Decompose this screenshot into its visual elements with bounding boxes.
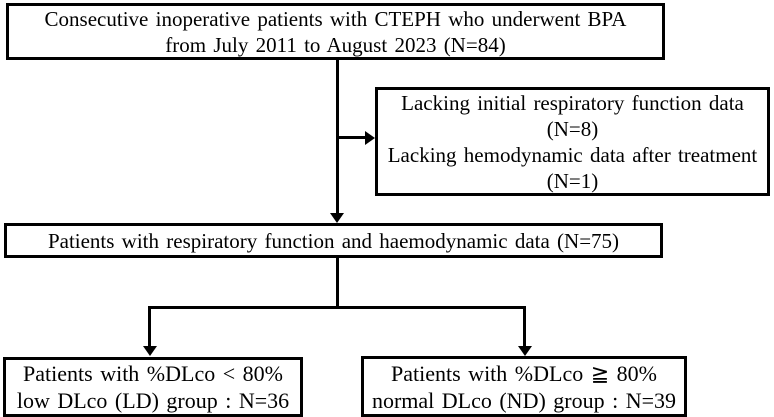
- normal-dlco-line-1: Patients with %DLco ≧ 80%: [391, 360, 657, 386]
- flow-box-exclusion: Lacking initial respiratory function dat…: [375, 87, 770, 196]
- exclusion-line-1: Lacking initial respiratory function dat…: [401, 90, 744, 115]
- analyzed-line-1: Patients with respiratory function and h…: [47, 228, 620, 253]
- flow-box-enrollment: Consecutive inoperative patients with CT…: [6, 3, 665, 60]
- flow-box-low-dlco-group: Patients with %DLco < 80% low DLco (LD) …: [3, 357, 303, 417]
- arrowhead-down-to-analyzed-icon: [330, 213, 344, 223]
- enrollment-line-2: from July 2011 to August 2023 (N=84): [165, 32, 506, 57]
- arrowhead-right-to-exclusion-icon: [365, 131, 375, 145]
- exclusion-line-4: (N=1): [546, 168, 599, 193]
- arrowhead-down-to-normal-dlco-icon: [518, 346, 532, 356]
- low-dlco-line-1: Patients with %DLco < 80%: [23, 361, 283, 386]
- normal-dlco-line-2: normal DLco (ND) group : N=39: [371, 387, 677, 413]
- connector-to-exclusion: [337, 136, 366, 139]
- flow-box-analyzed: Patients with respiratory function and h…: [4, 223, 663, 258]
- connector-split-to-normal-dlco: [523, 306, 526, 347]
- flow-box-normal-dlco-group: Patients with %DLco ≧ 80% normal DLco (N…: [361, 356, 687, 417]
- connector-analyzed-to-split: [336, 258, 339, 309]
- exclusion-line-2: (N=8): [546, 116, 599, 141]
- low-dlco-line-2: low DLco (LD) group : N=36: [16, 388, 290, 413]
- exclusion-line-3: Lacking hemodynamic data after treatment: [387, 142, 758, 167]
- enrollment-line-1: Consecutive inoperative patients with CT…: [44, 6, 627, 31]
- arrowhead-down-to-low-dlco-icon: [143, 346, 157, 356]
- connector-split-to-low-dlco: [148, 306, 151, 347]
- connector-split-bar: [148, 306, 526, 309]
